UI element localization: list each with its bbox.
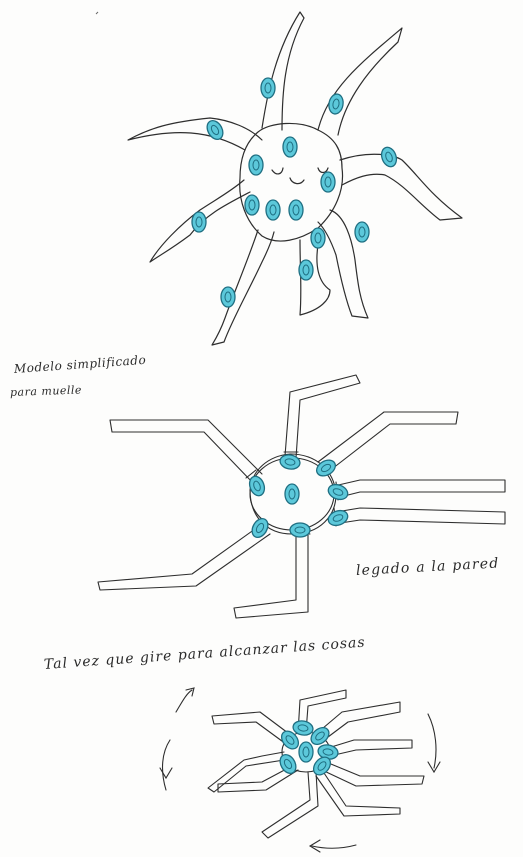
simplified-model-spots <box>247 453 350 540</box>
simplified-model-subtitle: para muelle <box>10 383 82 399</box>
octopus-sketch <box>128 12 462 345</box>
rotating-model-spots <box>277 719 339 778</box>
octopus-spots <box>192 78 399 307</box>
simplified-model-sketch <box>98 375 505 618</box>
stray-mark <box>96 12 98 14</box>
